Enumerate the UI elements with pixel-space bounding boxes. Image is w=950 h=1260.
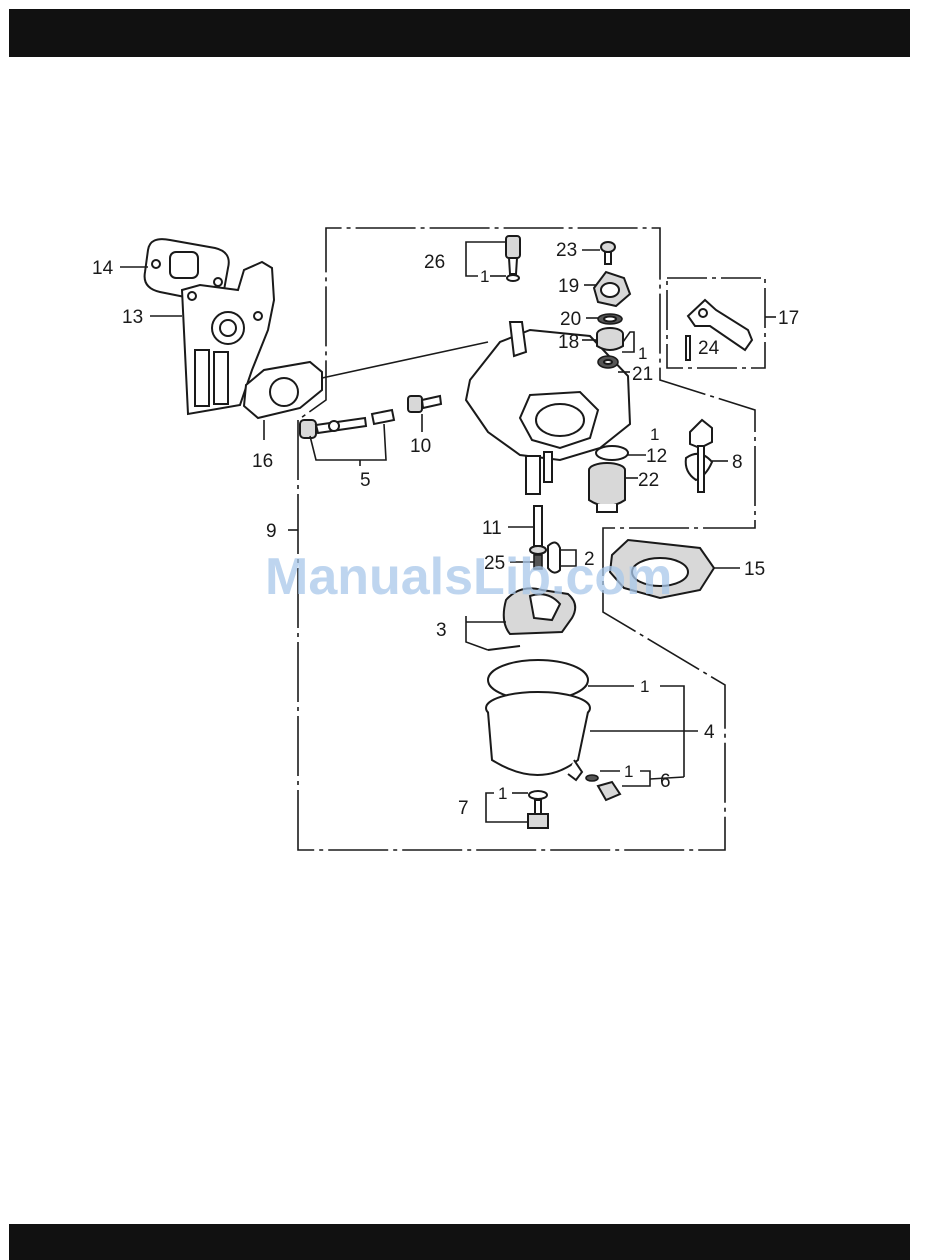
label-24: 24 [698, 338, 720, 359]
label-19: 19 [558, 276, 579, 297]
label-2: 2 [584, 549, 595, 570]
label-7: 7 [458, 798, 469, 819]
label-1-o-ring: 1 [650, 425, 659, 444]
watermark: ManualsLib.com [265, 548, 672, 606]
label-1-valve: 1 [638, 344, 647, 363]
label-3: 3 [436, 620, 447, 641]
part-6-drain-screw [586, 775, 620, 800]
part-7-bowl-bolt [528, 791, 548, 828]
label-16: 16 [252, 451, 273, 472]
label-1-drain-washer: 1 [624, 762, 633, 781]
part-18-valve [597, 328, 623, 350]
label-15: 15 [744, 559, 765, 580]
label-22: 22 [638, 470, 659, 491]
part-4-float-bowl [486, 660, 590, 780]
part-21-spring [598, 356, 618, 368]
label-17: 17 [778, 308, 799, 329]
label-14: 14 [92, 258, 114, 279]
label-1-bowl-gasket: 1 [640, 677, 649, 696]
label-21: 21 [632, 364, 653, 385]
label-23: 23 [556, 240, 577, 261]
label-26: 26 [424, 252, 445, 273]
part-12-o-ring [596, 446, 628, 460]
label-6: 6 [660, 771, 671, 792]
label-5: 5 [360, 470, 371, 491]
label-13: 13 [122, 307, 143, 328]
label-18: 18 [558, 332, 579, 353]
part-11-nozzle [530, 506, 546, 554]
label-9: 9 [266, 521, 277, 542]
label-12: 12 [646, 446, 667, 467]
part-5-pilot-screw [300, 410, 394, 438]
label-10: 10 [410, 436, 431, 457]
label-11: 11 [482, 518, 502, 539]
label-20: 20 [560, 309, 581, 330]
part-8-choke-plate [686, 420, 712, 492]
part-22-jet-holder [589, 463, 625, 512]
part-23-screw [601, 242, 615, 264]
label-1-bolt-washer: 1 [498, 784, 507, 803]
label-8: 8 [732, 452, 743, 473]
label-25: 25 [484, 553, 505, 574]
part-20-o-ring [598, 314, 622, 324]
part-10-screw [408, 396, 441, 412]
label-4: 4 [704, 722, 715, 743]
label-1-air-screw: 1 [480, 267, 489, 286]
part-26-air-screw [506, 236, 520, 281]
part-16-gasket [244, 362, 322, 418]
part-19-cover [594, 272, 630, 306]
